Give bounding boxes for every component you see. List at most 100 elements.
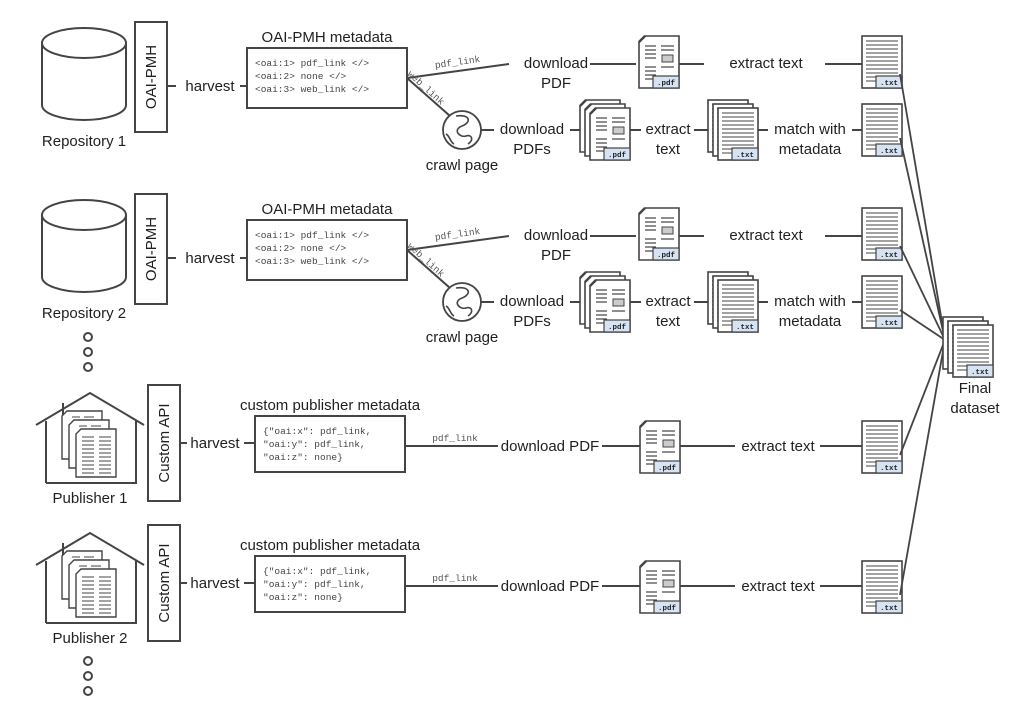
ellipsis-dot — [83, 332, 93, 342]
match-label: metadata — [779, 313, 842, 330]
source-label: Repository 1 — [42, 133, 126, 150]
final-dataset-label: dataset — [950, 400, 1000, 417]
metadata-line: {"oai:x": pdf_link, — [263, 566, 371, 577]
metadata-box-outline — [254, 555, 406, 613]
file-tag — [875, 315, 903, 329]
stacked-page: .pdf — [589, 107, 631, 161]
api-box: OAI-PMH — [134, 193, 168, 305]
file-tag-label: .pdf — [658, 465, 677, 473]
file-tag-label: .pdf — [657, 252, 676, 260]
api-box-outline — [134, 193, 168, 305]
image-block — [661, 226, 674, 235]
api-box-outline — [134, 21, 168, 133]
pdf-file-icon: .pdf — [638, 207, 680, 261]
merge-edge — [899, 339, 946, 456]
ellipsis-dot — [83, 362, 93, 372]
match-label: metadata — [779, 141, 842, 158]
download-label: download PDF — [501, 578, 599, 595]
txt-stack-icon: .txt.txt.txt — [707, 99, 759, 161]
download-label: download — [524, 227, 588, 244]
page-corner — [579, 99, 587, 107]
metadata-line: "oai:y": pdf_link, — [263, 579, 366, 590]
file-tag — [603, 147, 631, 161]
database-icon — [41, 27, 127, 121]
file-tag — [603, 319, 631, 333]
file-tag-label: .txt — [736, 324, 754, 332]
metadata-title: OAI-PMH metadata — [262, 201, 394, 218]
file-tag — [653, 600, 681, 614]
file-tag-label: .txt — [880, 605, 898, 613]
page-corner — [638, 35, 646, 43]
download-label: download — [524, 55, 588, 72]
page-corner — [639, 420, 647, 428]
metadata-title: custom publisher metadata — [240, 537, 421, 554]
file-tag-label: .pdf — [657, 80, 676, 88]
merge-edge — [899, 309, 946, 341]
file-tag — [875, 247, 903, 261]
house-icon — [35, 391, 145, 484]
extract-label: extract text — [729, 227, 803, 244]
pdf-file-icon: .pdf — [639, 560, 681, 614]
page-corner — [584, 103, 592, 111]
image-block — [662, 439, 675, 448]
file-tag — [966, 364, 994, 378]
metadata-line: <oai:2> none </> — [255, 71, 347, 82]
page-corner — [639, 560, 647, 568]
match-label: match with — [774, 293, 846, 310]
file-tag-label: .txt — [971, 369, 989, 377]
ellipsis-dot — [83, 656, 93, 666]
globe-outline — [442, 282, 482, 322]
cylinder-body — [41, 43, 127, 121]
file-tag — [875, 600, 903, 614]
extract-many-label: text — [656, 141, 681, 158]
stacked-page: .txt — [717, 107, 759, 161]
continent — [455, 114, 473, 145]
metadata-box: OAI-PMH metadata<oai:1> pdf_link </><oai… — [246, 29, 408, 109]
file-tag — [653, 460, 681, 474]
file-tag-label: .pdf — [608, 324, 627, 332]
web-link-edge — [406, 249, 451, 289]
api-label: OAI-PMH — [143, 217, 160, 281]
api-label: Custom API — [156, 543, 173, 622]
metadata-box: custom publisher metadata {"oai:x": pdf_l… — [240, 537, 421, 613]
merge-edge — [899, 245, 946, 341]
file-tag — [875, 460, 903, 474]
cylinder-top — [41, 199, 127, 231]
crawl-label: crawl page — [426, 157, 499, 174]
image-block — [662, 579, 675, 588]
stacked-page: .pdf — [589, 279, 631, 333]
pdf-link-edge — [406, 235, 510, 251]
metadata-box-outline — [246, 219, 408, 281]
pdf-stack-icon: .pdf.pdf.pdf — [579, 271, 631, 333]
pdf-stack-icon: .pdf.pdf.pdf — [579, 99, 631, 161]
file-tag-label: .pdf — [658, 605, 677, 613]
download-many-label: PDFs — [513, 141, 551, 158]
final-dataset-icon: .txt.txt.txt — [942, 316, 994, 378]
metadata-line: "oai:y": pdf_link, — [263, 439, 366, 450]
ellipsis-dot — [83, 347, 93, 357]
metadata-line: <oai:3> web_link </> — [255, 256, 369, 267]
source-label: Repository 2 — [42, 305, 126, 322]
image-block — [612, 126, 625, 135]
page-corner — [638, 207, 646, 215]
ellipsis-dot — [83, 671, 93, 681]
page-corner — [589, 279, 597, 287]
file-tag-label: .txt — [736, 152, 754, 160]
txt-file-icon: .txt — [861, 560, 903, 614]
api-box-outline — [147, 384, 181, 502]
extract-label: extract text — [741, 578, 815, 595]
txt-file-icon: .txt — [861, 35, 903, 89]
txt-stack-icon: .txt.txt.txt — [707, 271, 759, 333]
source-label: Publisher 1 — [52, 490, 127, 507]
metadata-box: OAI-PMH metadata<oai:1> pdf_link </><oai… — [246, 201, 408, 281]
globe-icon — [442, 110, 482, 150]
more-publishers-ellipsis — [83, 656, 93, 696]
house-roof — [35, 531, 145, 566]
api-box: Custom API — [147, 524, 181, 642]
download-label: PDF — [541, 75, 571, 92]
extract-label: extract text — [729, 55, 803, 72]
file-tag-label: .txt — [880, 320, 898, 328]
